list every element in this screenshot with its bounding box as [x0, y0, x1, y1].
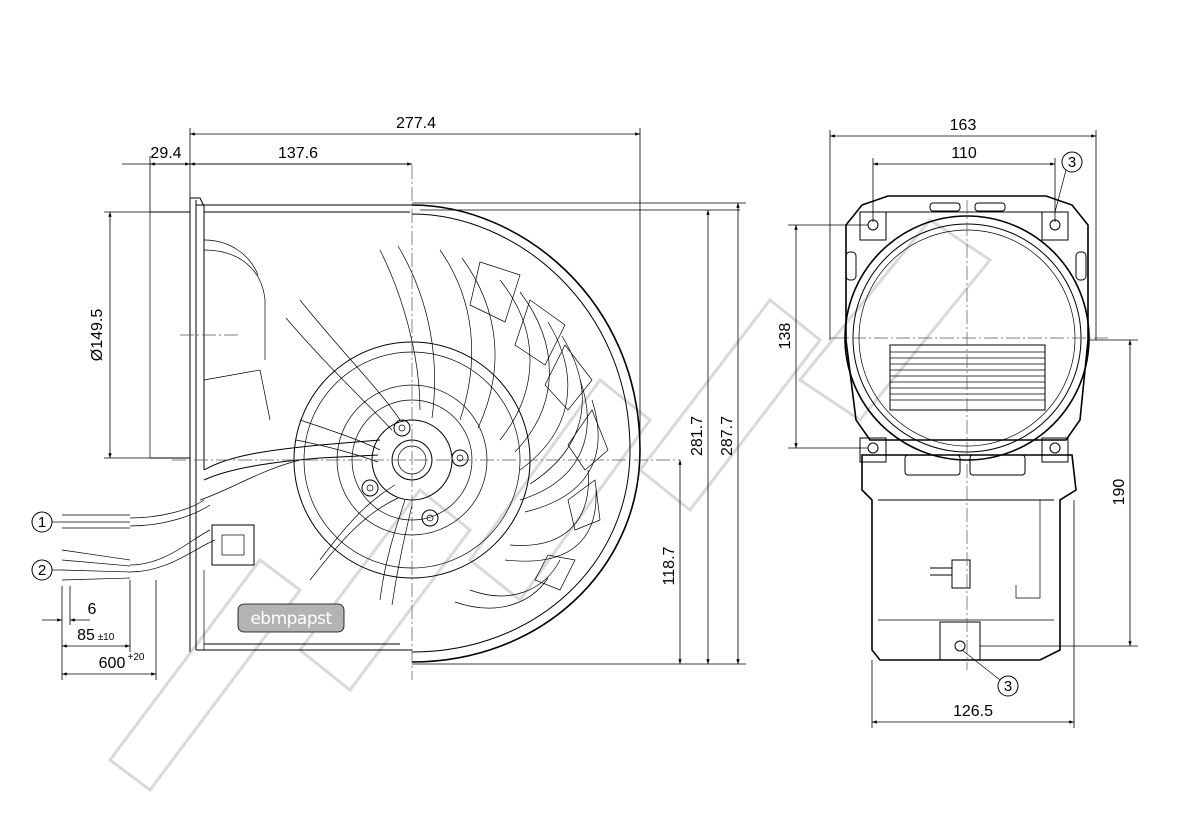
hub-screws — [361, 419, 469, 527]
dim-lead-sleeve-tol: ±10 — [98, 632, 115, 643]
callout-3-top-label: 3 — [1068, 154, 1076, 171]
callout-3-top: 3 — [1054, 151, 1083, 213]
ebmpapst-logo: ebmpapst — [237, 603, 345, 633]
mounting-holes — [859, 211, 1069, 463]
dim-side-width: 163 — [950, 117, 977, 134]
dim-outlet-depth: 190 — [1111, 479, 1128, 506]
front-dimensions: 277.4 29.4 137.6 Ø149.5 281.7 287.7 118.… — [42, 115, 746, 680]
callout-3-bottom-label: 3 — [1004, 678, 1012, 695]
dim-overall-width: 277.4 — [396, 115, 436, 132]
dim-inlet-diameter: Ø149.5 — [89, 309, 106, 362]
dim-center-offset: 137.6 — [278, 145, 318, 162]
dim-mount-spacing: 110 — [951, 145, 977, 162]
dim-lead-length-tol: +20 — [128, 652, 145, 663]
dim-base-width: 126.5 — [953, 703, 993, 720]
side-view — [830, 195, 1110, 670]
callout-2-label: 2 — [38, 562, 46, 579]
dim-height-outer: 287.7 — [719, 416, 736, 456]
callout-1: 1 — [31, 511, 62, 533]
callout-2: 2 — [31, 559, 62, 581]
dim-lead-strip: 6 — [88, 601, 97, 618]
lead-wires — [61, 499, 216, 581]
front-view: ebmpapst — [61, 165, 680, 680]
callout-3-bottom: 3 — [961, 649, 1019, 697]
dim-lead-sleeve: 85 — [77, 627, 95, 644]
dim-outlet-height: 118.7 — [661, 546, 678, 585]
dim-mount-vertical: 138 — [777, 323, 794, 350]
dim-height-inner: 281.7 — [689, 416, 706, 456]
logo-text: ebmpapst — [250, 609, 332, 629]
dim-inlet-offset: 29.4 — [150, 145, 181, 162]
callout-1-label: 1 — [38, 514, 46, 531]
side-dimensions: 163 110 138 190 126.5 — [777, 117, 1138, 728]
watermark — [107, 217, 993, 793]
dim-lead-length: 600 — [99, 655, 126, 672]
